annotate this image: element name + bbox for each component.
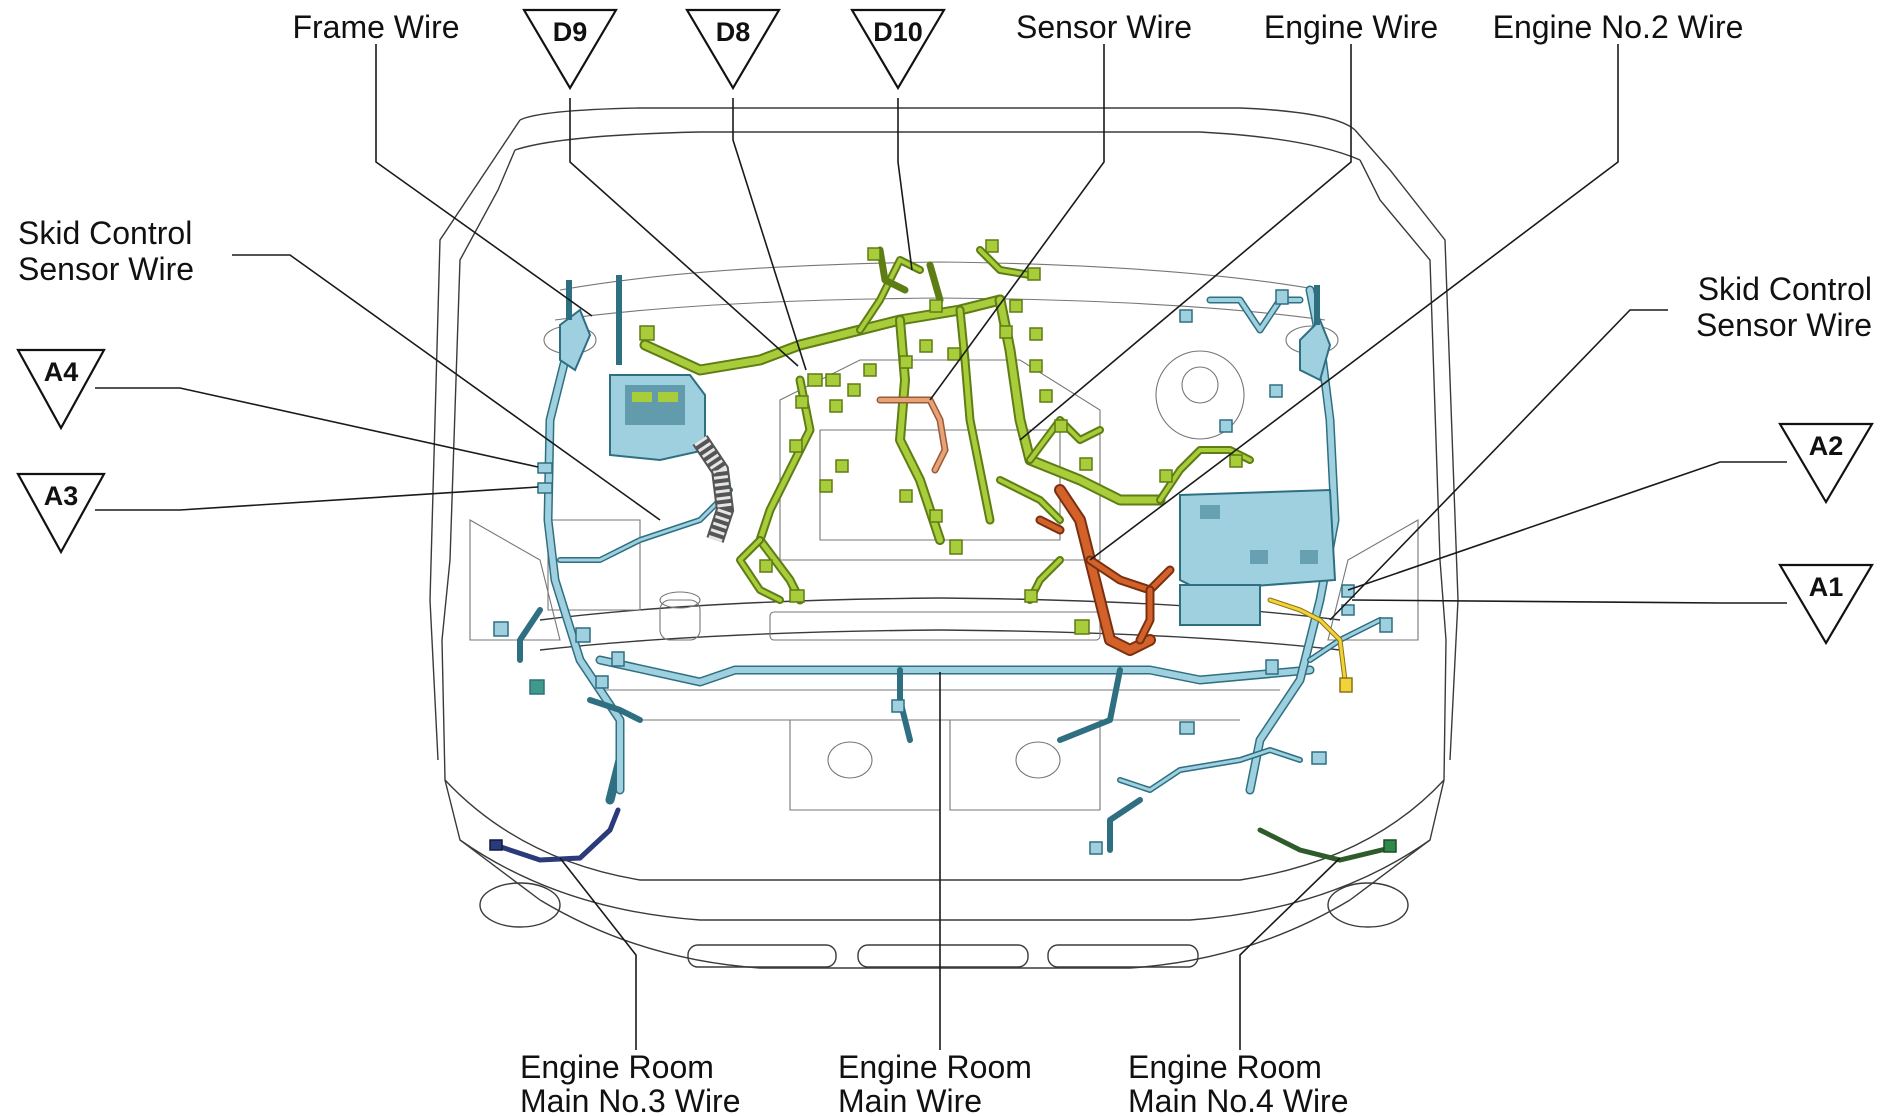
- label-skid-control-left-line1: Skid Control: [18, 215, 192, 251]
- air-intake-hose: [692, 435, 735, 543]
- skid-sensor-harness-right: [1267, 597, 1348, 683]
- marker-a2: A2: [1778, 422, 1874, 505]
- label-er-main-no3-line1: Engine Room: [520, 1049, 714, 1085]
- marker-a4: A4: [16, 348, 106, 431]
- label-skid-control-right-line1: Skid Control: [1698, 271, 1872, 307]
- label-sensor-wire: Sensor Wire: [1016, 9, 1192, 45]
- engine-harness: [639, 246, 1254, 605]
- marker-a4-label: A4: [44, 357, 79, 387]
- marker-a2-label: A2: [1809, 431, 1844, 461]
- label-frame-wire: Frame Wire: [292, 9, 459, 45]
- marker-a3-label: A3: [44, 481, 79, 511]
- label-er-main-no4-line1: Engine Room: [1128, 1049, 1322, 1085]
- marker-a3: A3: [16, 472, 106, 555]
- marker-d10: D10: [850, 8, 946, 91]
- relay-block-left: [559, 275, 706, 462]
- marker-a1: A1: [1778, 563, 1874, 646]
- harness-connectors: [489, 239, 1397, 855]
- marker-d9: D9: [522, 8, 618, 91]
- label-skid-control-right-line2: Sensor Wire: [1696, 307, 1872, 343]
- marker-d9-label: D9: [553, 17, 588, 47]
- engine-room-main-no4-harness: [1257, 827, 1393, 863]
- marker-d10-label: D10: [873, 17, 923, 47]
- engine-no2-harness: [1035, 484, 1175, 656]
- label-engine-no2-wire: Engine No.2 Wire: [1493, 9, 1744, 45]
- label-er-main-line2: Main Wire: [838, 1083, 982, 1116]
- sensor-harness: [876, 396, 949, 474]
- relay-block-right: [1179, 285, 1337, 626]
- marker-a1-label: A1: [1809, 572, 1844, 602]
- label-er-main-no3-line2: Main No.3 Wire: [520, 1083, 741, 1116]
- marker-d8: D8: [685, 8, 781, 91]
- label-er-main-no4-line2: Main No.4 Wire: [1128, 1083, 1349, 1116]
- label-er-main-line1: Engine Room: [838, 1049, 1032, 1085]
- marker-d8-label: D8: [716, 17, 751, 47]
- leader-lines: [95, 44, 1787, 1050]
- engine-room-main-no3-harness: [492, 807, 621, 863]
- label-skid-control-left-line2: Sensor Wire: [18, 251, 194, 287]
- label-engine-wire: Engine Wire: [1264, 9, 1438, 45]
